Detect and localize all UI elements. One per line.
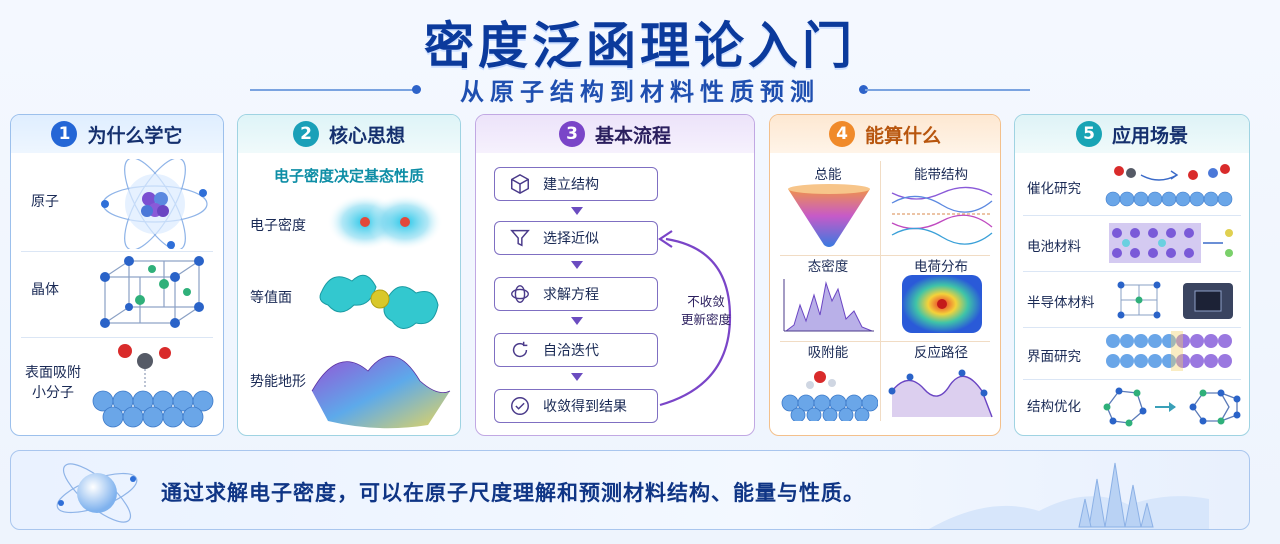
semiconductor-illustration [1117,281,1233,319]
panel-header: 3 基本流程 [476,115,754,153]
page-subtitle: 从原子结构到材料性质预测 [460,78,820,106]
arrow-down-icon [571,373,583,381]
item-label-atom: 原子 [31,194,59,210]
isosurface-illustration [319,274,439,329]
divider [1023,215,1241,216]
item-label-adsorption-energy: 吸附能 [807,345,849,361]
interface-illustration [1106,331,1232,371]
subtitle-line-right [865,89,1030,91]
arrow-down-icon [571,207,583,215]
catalysis-illustration [1105,164,1233,207]
item-label-surface-adsorption: 表面吸附 小分子 [25,365,81,401]
panel-number-badge: 4 [828,121,855,147]
step-build-structure: 建立结构 [494,167,658,201]
panel-title: 应用场景 [1111,124,1188,147]
step-solve-equations: 求解方程 [494,277,658,311]
electron-sphere-icon [56,463,138,523]
panel-title: 能算什么 [864,124,941,147]
panel-title: 基本流程 [594,124,671,147]
item-label-crystal: 晶体 [31,282,59,298]
electron-density-illustration [327,194,443,250]
adsorption-energy-illustration [781,371,878,421]
item-label-catalysis: 催化研究 [1027,181,1081,197]
page-title: 密度泛函理论入门 [424,17,856,75]
divider [1023,379,1241,380]
item-label-interface: 界面研究 [1027,349,1081,365]
divider [1023,271,1241,272]
charge-distribution-illustration [902,275,982,333]
panel-header: 4 能算什么 [770,115,1000,153]
atom-illustration [101,159,208,249]
subtitle-bar: 从原子结构到材料性质预测 [250,72,1030,106]
feedback-loop-arrow [658,230,732,407]
cube-icon [511,173,529,195]
panel-workflow: 3 基本流程 建立结构 选择近似 求解方程 自洽迭代 收敛得到结果 不收敛 更新… [475,114,755,436]
item-label-battery-materials: 电池材料 [1027,239,1081,255]
core-idea-heading: 电子密度决定基态性质 [273,167,424,185]
arrow-down-icon [571,317,583,325]
step-converged-result: 收敛得到结果 [494,389,658,423]
item-label-potential-landscape: 势能地形 [250,374,306,390]
divider [780,255,990,256]
summary-text: 通过求解电子密度，可以在原子尺度理解和预测材料结构、能量与性质。 [161,481,865,505]
subtitle-dot-left [412,85,421,94]
panel-number-badge: 5 [1075,121,1102,147]
item-label-semiconductor: 半导体材料 [1027,295,1095,311]
summary-banner: 通过求解电子密度，可以在原子尺度理解和预测材料结构、能量与性质。 [10,450,1250,530]
item-label-density-of-states: 态密度 [807,259,849,275]
panel-number-badge: 2 [292,121,319,147]
panel-applications: 5 应用场景 催化研究 电池材料 半导体材料 界面研究 结构优化 [1014,114,1250,436]
arrow-down-icon [571,261,583,269]
structure-optimization-illustration [1103,387,1241,427]
subtitle-dot-right [859,85,868,94]
surface-adsorption-illustration [92,344,214,428]
step-label: 自洽迭代 [543,343,599,359]
panel-what-can-compute: 4 能算什么 总能 能带结构 态密度 电荷分布 吸附能 反应路径 [769,114,1001,436]
refresh-icon [512,341,528,358]
item-label-isosurface: 等值面 [250,290,292,306]
item-label-electron-density: 电子密度 [250,218,306,234]
divider [780,341,990,342]
density-of-states-illustration [783,279,874,332]
orbital-icon [511,285,529,303]
crystal-lattice-illustration [100,256,204,328]
panel-number-badge: 3 [558,121,585,147]
panel-header: 5 应用场景 [1015,115,1249,153]
item-label-total-energy: 总能 [814,167,842,183]
step-self-consistent-iteration: 自洽迭代 [494,333,658,367]
battery-materials-illustration [1109,223,1233,263]
panel-title: 核心思想 [328,124,405,147]
item-label-structure-optimization: 结构优化 [1027,399,1081,415]
step-label: 求解方程 [543,287,599,303]
reaction-path-illustration [888,369,993,418]
panel-core-idea: 2 核心思想 电子密度决定基态性质 电子密度 等值面 势能地形 [237,114,461,436]
potential-landscape-illustration [311,355,451,429]
funnel-icon [510,229,530,247]
item-label-band-structure: 能带结构 [914,167,968,183]
total-energy-funnel-illustration [788,184,870,247]
divider [21,251,213,252]
check-circle-icon [511,397,529,415]
step-label: 选择近似 [543,231,599,247]
panel-number-badge: 1 [51,121,78,147]
divider [21,337,213,338]
panel-header: 2 核心思想 [238,115,460,153]
step-label: 建立结构 [543,177,599,193]
panel-header: 1 为什么学它 [11,115,223,153]
item-label-reaction-path: 反应路径 [914,345,968,361]
divider [1023,327,1241,328]
panel-why-learn: 1 为什么学它 原子 晶体 表面吸附 小分子 [10,114,224,436]
subtitle-line-left [250,89,415,91]
crystal-mountain-decoration [929,462,1209,529]
step-label: 收敛得到结果 [543,399,627,415]
step-choose-approximation: 选择近似 [494,221,658,255]
item-label-charge-distribution: 电荷分布 [914,259,968,275]
divider-vertical [880,161,881,421]
band-structure-illustration [891,186,993,245]
panel-title: 为什么学它 [87,124,183,147]
loop-note: 不收敛 更新密度 [680,294,731,327]
